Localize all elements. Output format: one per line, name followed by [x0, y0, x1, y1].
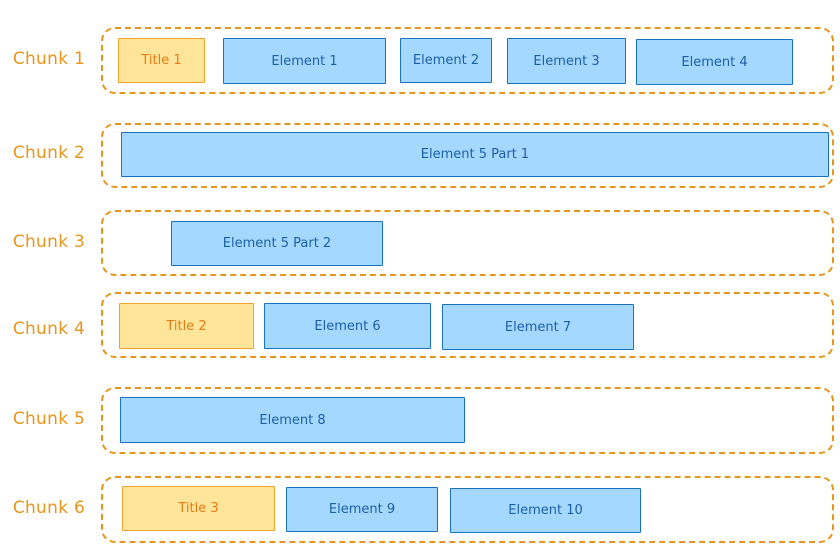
chunk-5-element-8: Element 8: [120, 397, 465, 443]
chunk-1-label: Chunk 1: [12, 49, 86, 69]
chunk-6-element-10: Element 10: [450, 488, 641, 533]
chunk-1-title-1: Title 1: [118, 38, 205, 83]
chunk-6-title-3: Title 3: [122, 486, 275, 531]
chunk-5-box: [101, 387, 834, 454]
chunk-2-box: [101, 123, 834, 188]
chunk-5-label: Chunk 5: [12, 409, 86, 429]
chunk-3-label: Chunk 3: [12, 232, 86, 252]
chunk-1-element-3: Element 3: [507, 38, 626, 84]
chunk-1-box: [101, 27, 834, 94]
chunk-6-element-9: Element 9: [286, 487, 438, 532]
chunk-4-title-2: Title 2: [119, 303, 254, 349]
chunk-4-element-7: Element 7: [442, 304, 634, 350]
chunk-4-element-6: Element 6: [264, 303, 431, 349]
chunk-6-label: Chunk 6: [12, 498, 86, 518]
chunk-1-element-4: Element 4: [636, 39, 793, 85]
chunk-6-box: [101, 476, 834, 543]
chunk-4-box: [101, 292, 834, 358]
chunk-2-label: Chunk 2: [12, 143, 86, 163]
chunk-1-element-2: Element 2: [400, 38, 492, 83]
chunk-2-element-5-part-1: Element 5 Part 1: [121, 132, 829, 177]
chunk-4-label: Chunk 4: [12, 319, 86, 339]
chunk-3-element-5-part-2: Element 5 Part 2: [171, 221, 383, 266]
chunk-3-box: [101, 210, 834, 276]
chunk-1-element-1: Element 1: [223, 38, 386, 84]
